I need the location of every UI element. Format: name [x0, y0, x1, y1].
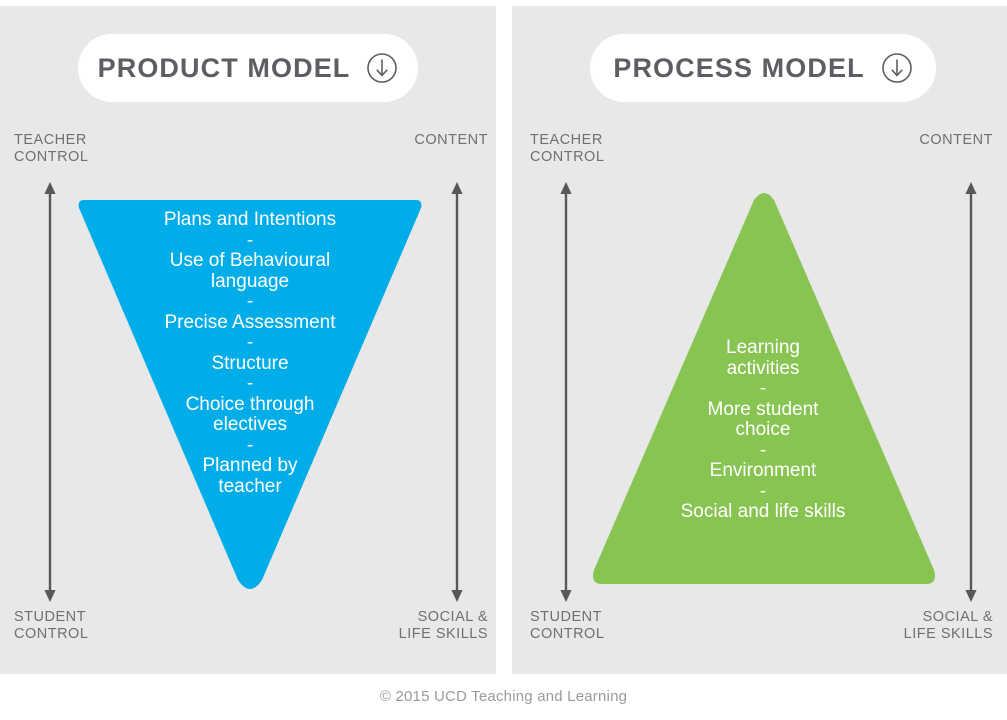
page-title-process-model: PROCESS MODEL	[613, 52, 865, 83]
label-student-control-process: STUDENT CONTROL	[530, 609, 605, 642]
label-content-product: CONTENT	[414, 132, 488, 148]
label-teacher-control-process: TEACHER CONTROL	[530, 132, 605, 165]
circled-down-arrow-icon	[366, 52, 398, 84]
title-pill-process-model: PROCESS MODEL	[590, 34, 936, 102]
label-student-control-product: STUDENT CONTROL	[14, 609, 89, 642]
axis-double-arrow-right-product	[448, 182, 466, 602]
page-title-product-model: PRODUCT MODEL	[97, 52, 351, 83]
axis-double-arrow-left-process	[557, 182, 575, 602]
axis-double-arrow-left-product	[41, 182, 59, 602]
inverted-triangle-product	[70, 194, 430, 594]
label-content-process: CONTENT	[919, 132, 993, 148]
label-teacher-control-product: TEACHER CONTROL	[14, 132, 89, 165]
circled-down-arrow-icon	[881, 52, 913, 84]
title-pill-product-model: PRODUCT MODEL	[78, 34, 418, 102]
axis-double-arrow-right-process	[962, 182, 980, 602]
triangle-process	[582, 190, 946, 590]
label-social-life-skills-process: SOCIAL & LIFE SKILLS	[903, 609, 993, 642]
label-social-life-skills-product: SOCIAL & LIFE SKILLS	[398, 609, 488, 642]
copyright-footer: © 2015 UCD Teaching and Learning	[379, 688, 628, 705]
